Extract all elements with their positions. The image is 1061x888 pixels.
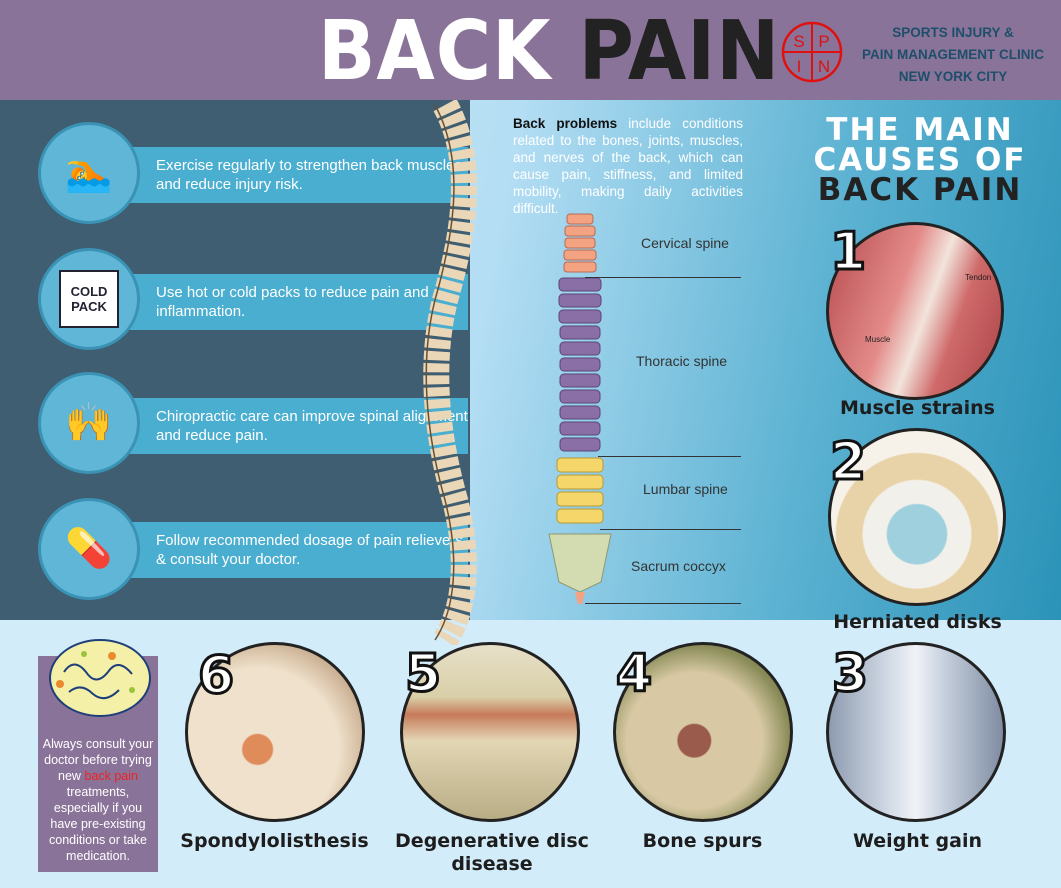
chiropractic-hands-icon: 🙌 [38, 372, 140, 474]
label-thoracic: Thoracic spine [636, 353, 728, 369]
svg-text:S: S [793, 32, 804, 51]
spine-diagram [548, 213, 612, 604]
lumbar-divider [600, 529, 741, 530]
label-sacrum: Sacrum coccyx [631, 558, 726, 574]
cervical-divider [585, 277, 741, 278]
svg-text:I: I [797, 57, 802, 76]
svg-text:P: P [818, 32, 829, 51]
header-banner [0, 0, 1061, 100]
herniated-disk-image [828, 428, 1006, 606]
intro-text: Back problems include conditions related… [513, 116, 743, 216]
tip-pain-relievers: Follow recommended dosage of pain reliev… [130, 522, 468, 578]
cause-number: 5 [403, 644, 442, 704]
swimmer-icon: 🏊 [38, 122, 140, 224]
cause-number: 1 [828, 222, 867, 282]
cause-number: 3 [830, 644, 869, 704]
spin-logo: S P I N [781, 21, 843, 83]
cause-number: 6 [196, 646, 235, 706]
label-lumbar: Lumbar spine [643, 481, 728, 497]
bone-spurs-image [613, 642, 793, 822]
weight-gain-image [826, 642, 1006, 822]
tip-chiropractic: Chiropractic care can improve spinal ali… [130, 398, 468, 454]
cause-number: 2 [828, 432, 867, 492]
svg-text:N: N [818, 57, 830, 76]
cause-number: 4 [614, 644, 653, 704]
degenerative-disc-image [400, 642, 580, 822]
label-cervical: Cervical spine [641, 235, 729, 251]
spine-side-illustration [423, 100, 477, 645]
thoracic-divider [598, 456, 741, 457]
clinic-name: SPORTS INJURY & PAIN MANAGEMENT CLINIC N… [862, 25, 1044, 84]
page-title: BACK PAIN [318, 4, 781, 99]
cause-label: Spondylolisthesis [180, 830, 369, 852]
cause-label: Degenerative disc disease [395, 830, 589, 875]
tip-exercise: Exercise regularly to strengthen back mu… [130, 147, 468, 203]
cold-pack-icon: COLD PACK [38, 248, 140, 350]
sacrum-divider [585, 603, 741, 604]
spondylolisthesis-image [185, 642, 365, 822]
cause-label: Weight gain [853, 830, 982, 852]
muscle-strain-image: Tendon Muscle [826, 222, 1004, 400]
causes-title: THE MAIN CAUSES OF BACK PAIN [813, 112, 1027, 208]
pills-icon: 💊 [38, 498, 140, 600]
cause-label: Bone spurs [642, 830, 763, 852]
cause-label: Muscle strains [840, 397, 995, 419]
cause-label: Herniated disks [833, 611, 1002, 633]
tip-cold-pack: Use hot or cold packs to reduce pain and… [130, 274, 468, 330]
brain-icon [49, 639, 151, 717]
